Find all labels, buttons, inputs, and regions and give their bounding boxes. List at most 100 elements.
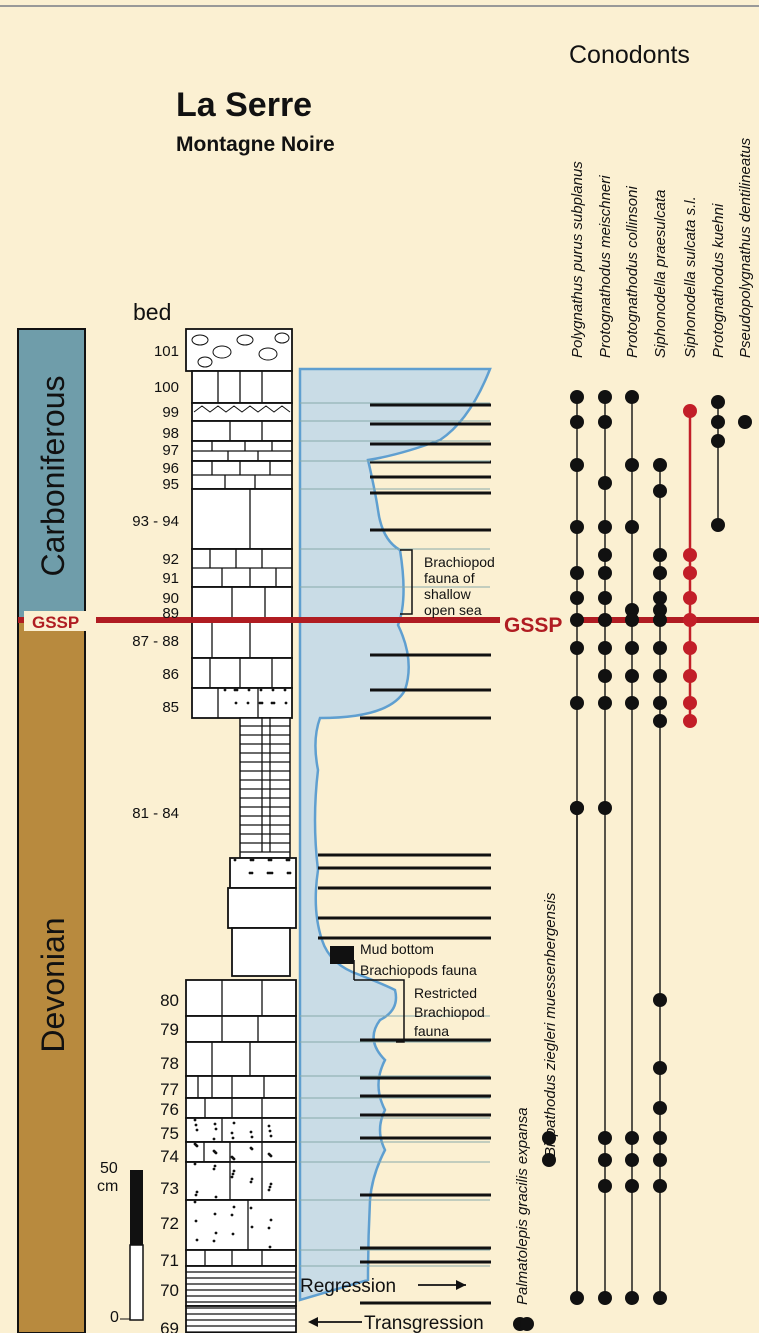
annotation-line: Brachiopod (424, 554, 495, 570)
bed-number-label: 101 (154, 343, 179, 360)
occurrence-dot-sulcata (683, 641, 697, 655)
bed-number-label: 77 (160, 1080, 179, 1099)
sand-grain (214, 1127, 218, 1131)
annotation-line: Restricted (414, 985, 477, 1001)
gssp-left-label: GSSP (32, 613, 79, 632)
sand-grain (214, 1151, 218, 1155)
occurrence-dot (625, 458, 639, 472)
scale-bar-white (129, 1244, 144, 1321)
sand-grain (272, 701, 276, 705)
bed-number-label: 71 (160, 1251, 179, 1270)
sand-grain (285, 858, 289, 862)
bed-75 (185, 1117, 297, 1143)
sand-grain (286, 871, 290, 875)
gssp-left-bg (24, 611, 96, 631)
occurrence-dot (625, 613, 639, 627)
sand-grain (271, 688, 275, 692)
annotation-line: Brachiopod (414, 1004, 485, 1020)
sand-grain (212, 1137, 216, 1141)
gssp-mid-label: GSSP (504, 614, 562, 637)
sand-grain (232, 1121, 236, 1125)
occurrence-dot (598, 566, 612, 580)
sand-grain (269, 1154, 273, 1158)
sand-grain (248, 871, 252, 875)
scale-bottom-label: 0 (110, 1309, 119, 1326)
occurrence-dot (625, 669, 639, 683)
scale-top-label: 50 (100, 1160, 118, 1177)
carboniferous-bar (17, 328, 86, 621)
occurrence-dot-sulcata (683, 566, 697, 580)
sand-grain (250, 871, 254, 875)
gssp-mid-bg (500, 611, 572, 633)
annotations: Brachiopod fauna of shallow open sea Mud… (300, 549, 495, 1333)
occurrence-dot (653, 591, 667, 605)
bed-number-label: 92 (162, 551, 179, 568)
bed-93-94 (191, 488, 293, 550)
sand-grain (249, 1206, 253, 1210)
event-bars (300, 402, 491, 1305)
species-label: Protognathodus meischneri (597, 175, 614, 358)
sand-grain (269, 858, 273, 862)
occurrence-dot (653, 566, 667, 580)
occurrence-dot (598, 390, 612, 404)
sand-grain (259, 688, 263, 692)
occurrence-dot (570, 390, 584, 404)
sand-grain (267, 1188, 271, 1192)
occurrence-dot (653, 1131, 667, 1145)
bed-header: bed (133, 299, 171, 325)
lithology-detail (186, 371, 296, 1333)
occurrence-dot (570, 458, 584, 472)
pebble (191, 334, 209, 346)
bed-71 (185, 1249, 297, 1267)
occurrence-dot (653, 641, 667, 655)
sand-grain (267, 1226, 271, 1230)
sand-grain (231, 1136, 235, 1140)
bed-number-label: 91 (162, 570, 179, 587)
sand-grain (260, 701, 264, 705)
sand-grain (250, 1225, 254, 1229)
bed-number-label: 74 (160, 1147, 179, 1166)
occurrence-dot (570, 613, 584, 627)
bed-78 (185, 1041, 297, 1077)
occurrence-dot (653, 696, 667, 710)
occurrence-dot (598, 613, 612, 627)
bed-90-89 (191, 586, 293, 621)
occurrence-dot (542, 1131, 556, 1145)
sand-grain (195, 1144, 199, 1148)
occurrence-dot (598, 669, 612, 683)
occurrence-dot (598, 1291, 612, 1305)
sand-grain (194, 1193, 198, 1197)
occurrence-dot (653, 993, 667, 1007)
occurrence-dot (570, 566, 584, 580)
sand-grain (234, 701, 238, 705)
sand-grain (247, 688, 251, 692)
sand-grain (283, 688, 287, 692)
sand-grain (287, 858, 291, 862)
occurrence-dot (598, 801, 612, 815)
species-label: Siphonodella sulcata s.l. (682, 196, 699, 358)
occurrence-dot (653, 1153, 667, 1167)
sand-grain (231, 1172, 235, 1176)
bed-number-label: 85 (162, 699, 179, 716)
occurrence-dot (570, 591, 584, 605)
sand-grain (195, 1128, 199, 1132)
sand-grain (250, 1177, 254, 1181)
sand-grain (284, 701, 288, 705)
occurrence-dot (598, 415, 612, 429)
devonian-label: Devonian (35, 917, 71, 1052)
arrow-head (456, 1280, 466, 1290)
species-label: Siphonodella praesulcata (652, 190, 669, 358)
bed-number-label: 90 (162, 590, 179, 607)
occurrence-dot (653, 1179, 667, 1193)
sand-grain (267, 1124, 271, 1128)
bed-85 (191, 687, 293, 719)
bed-number-label: 86 (162, 666, 179, 683)
bed-number-label: 78 (160, 1054, 179, 1073)
occurrence-dot (598, 548, 612, 562)
occurrence-dot (653, 603, 667, 617)
occurrence-dot-sulcata (683, 613, 697, 627)
mud-bottom-marker (330, 946, 354, 964)
